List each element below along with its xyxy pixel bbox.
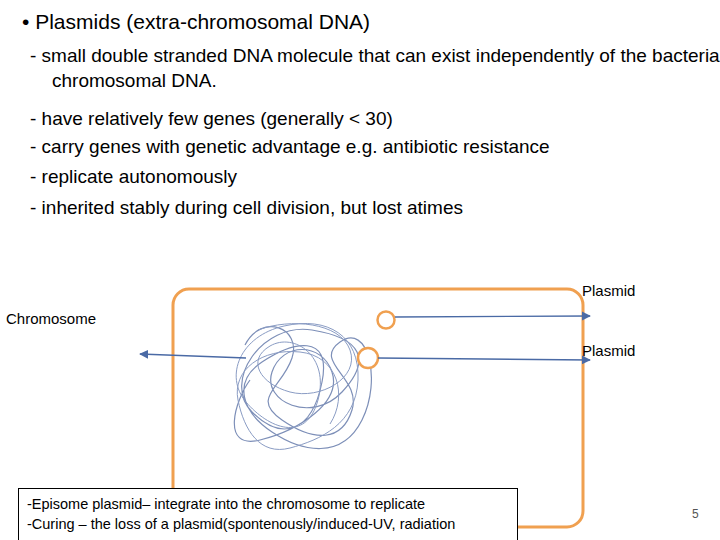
leader-line <box>395 316 590 317</box>
leader-line <box>378 358 590 360</box>
bullet-point: - small double stranded DNA molecule tha… <box>30 44 720 93</box>
page-number: 5 <box>692 507 712 523</box>
note-box: -Episome plasmid– integrate into the chr… <box>18 488 518 540</box>
note-text: -Episome plasmid– integrate into the chr… <box>27 495 509 515</box>
bullet-point: - carry genes with genetic advantage e.g… <box>30 135 720 160</box>
bullet-point: - inherited stably during cell division,… <box>30 196 720 221</box>
bullet-point: - have relatively few genes (generally <… <box>30 107 720 132</box>
note-text: -Curing – the loss of a plasmid(sponteno… <box>27 515 509 535</box>
chromosome-strand <box>234 327 371 449</box>
bullet-point: - replicate autonomously <box>30 165 720 190</box>
part-label: Plasmid <box>582 341 702 361</box>
part-label: Chromosome <box>6 309 146 329</box>
slide-title: • Plasmids (extra-chromosomal DNA) <box>22 8 370 35</box>
plasmid-circle <box>378 312 395 329</box>
plasmid-circle <box>358 348 378 368</box>
leader-line <box>140 354 246 358</box>
chromosome-strand <box>236 323 358 449</box>
part-label: Plasmid <box>582 281 702 301</box>
